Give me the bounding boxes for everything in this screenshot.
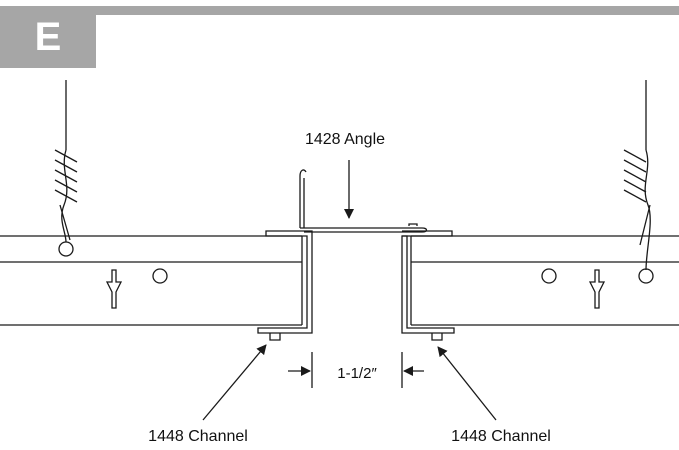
gap-dimension	[288, 352, 424, 388]
right-channel-pointer-arrow	[437, 346, 497, 421]
angle-screw	[408, 223, 418, 226]
right-channel	[401, 230, 455, 334]
right-main-rail	[410, 235, 679, 326]
right-rail-slot	[588, 269, 606, 309]
left-main-rail	[0, 235, 303, 326]
left-channel	[257, 230, 313, 334]
step-badge: E	[0, 6, 96, 68]
right-channel-label: 1448 Channel	[451, 428, 551, 445]
header-band	[96, 6, 679, 15]
step-letter: E	[34, 15, 62, 59]
left-hanger-hole	[58, 241, 74, 257]
left-channel-screw	[269, 333, 281, 341]
left-rail-hole	[152, 268, 168, 284]
screws	[269, 223, 443, 341]
left-rail-slot	[105, 269, 123, 309]
right-channel-screw	[431, 333, 443, 341]
angle-piece	[299, 169, 428, 233]
right-hanger-wire	[623, 80, 651, 271]
left-hanger-wire	[54, 80, 78, 243]
right-hanger-hole	[638, 268, 654, 284]
left-channel-label: 1448 Channel	[148, 428, 248, 445]
right-rail-hole	[541, 268, 557, 284]
left-channel-pointer-arrow	[202, 344, 267, 421]
gap-dimension-label: 1-1/2″	[337, 365, 377, 382]
angle-label: 1428 Angle	[305, 131, 385, 148]
